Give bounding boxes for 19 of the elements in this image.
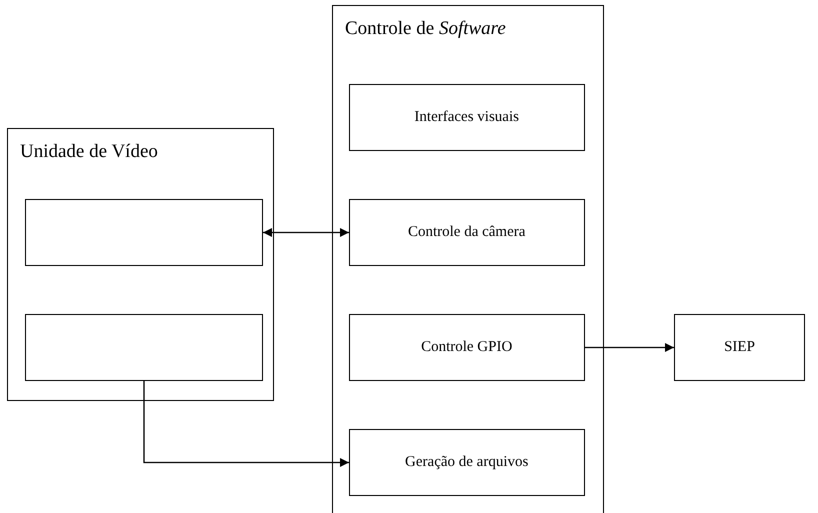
box-label: SIEP (724, 339, 755, 356)
process-box (348, 198, 585, 266)
group-title: Controle de Software (345, 18, 506, 40)
box-label: Controle GPIO (421, 338, 512, 356)
group-box (332, 5, 604, 513)
group-box (7, 128, 274, 401)
process-box (348, 428, 585, 496)
process-box (348, 84, 585, 151)
box-label: Controle da câmera (408, 224, 526, 241)
arrow (143, 381, 349, 467)
process-box (674, 314, 805, 381)
arrow (263, 228, 349, 237)
box-label: Interfaces visuais (414, 108, 519, 126)
arrow (585, 343, 674, 352)
process-box (24, 314, 263, 381)
process-box (348, 314, 585, 381)
group-title: Unidade de Vídeo (20, 141, 158, 163)
box-label: Geração de arquivos (405, 454, 528, 471)
process-box (24, 198, 263, 266)
